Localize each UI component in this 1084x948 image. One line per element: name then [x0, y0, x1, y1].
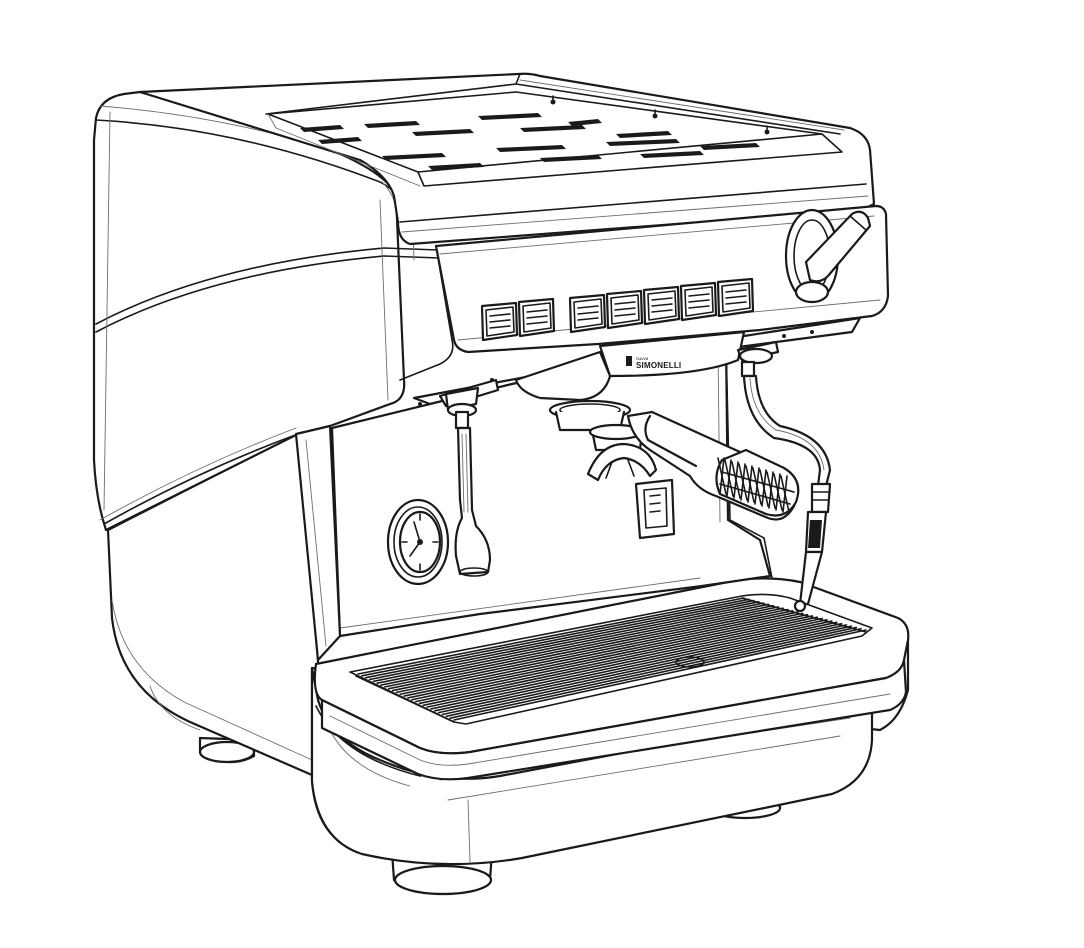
- body-left-side: [92, 90, 441, 532]
- hot-water-wand[interactable]: [438, 378, 500, 577]
- keypad-button-4[interactable]: [605, 289, 644, 330]
- brand-line-2: SIMONELLI: [636, 361, 681, 370]
- portafilter[interactable]: [586, 410, 800, 521]
- gauge-needle: [413, 521, 421, 543]
- base-left-panel: [106, 430, 320, 777]
- portafilter-knurl: [717, 457, 795, 513]
- steam-wand[interactable]: [736, 340, 832, 613]
- brand-plaque: [598, 330, 746, 378]
- steam-lever-handle[interactable]: [804, 210, 872, 283]
- drip-tray-drain: [675, 656, 705, 668]
- pressure-gauge: [386, 498, 450, 586]
- shot-counter-window: [634, 478, 676, 540]
- keypad-button-2[interactable]: [517, 297, 556, 338]
- keypad-button-5[interactable]: [642, 285, 681, 326]
- drip-tray: [313, 577, 910, 781]
- brand-line-1: nuova: [636, 356, 649, 361]
- keypad-button-1[interactable]: [480, 301, 519, 342]
- keypad-button-6[interactable]: [679, 281, 718, 322]
- keypad-button-3[interactable]: [568, 293, 607, 334]
- cup-warmer-top: [138, 72, 876, 246]
- steam-lever[interactable]: [784, 208, 872, 304]
- drip-tray-grate: [355, 597, 867, 723]
- keypad-button-7[interactable]: [716, 277, 755, 318]
- keypad: [480, 277, 755, 342]
- cup-warmer-vents: [300, 113, 760, 170]
